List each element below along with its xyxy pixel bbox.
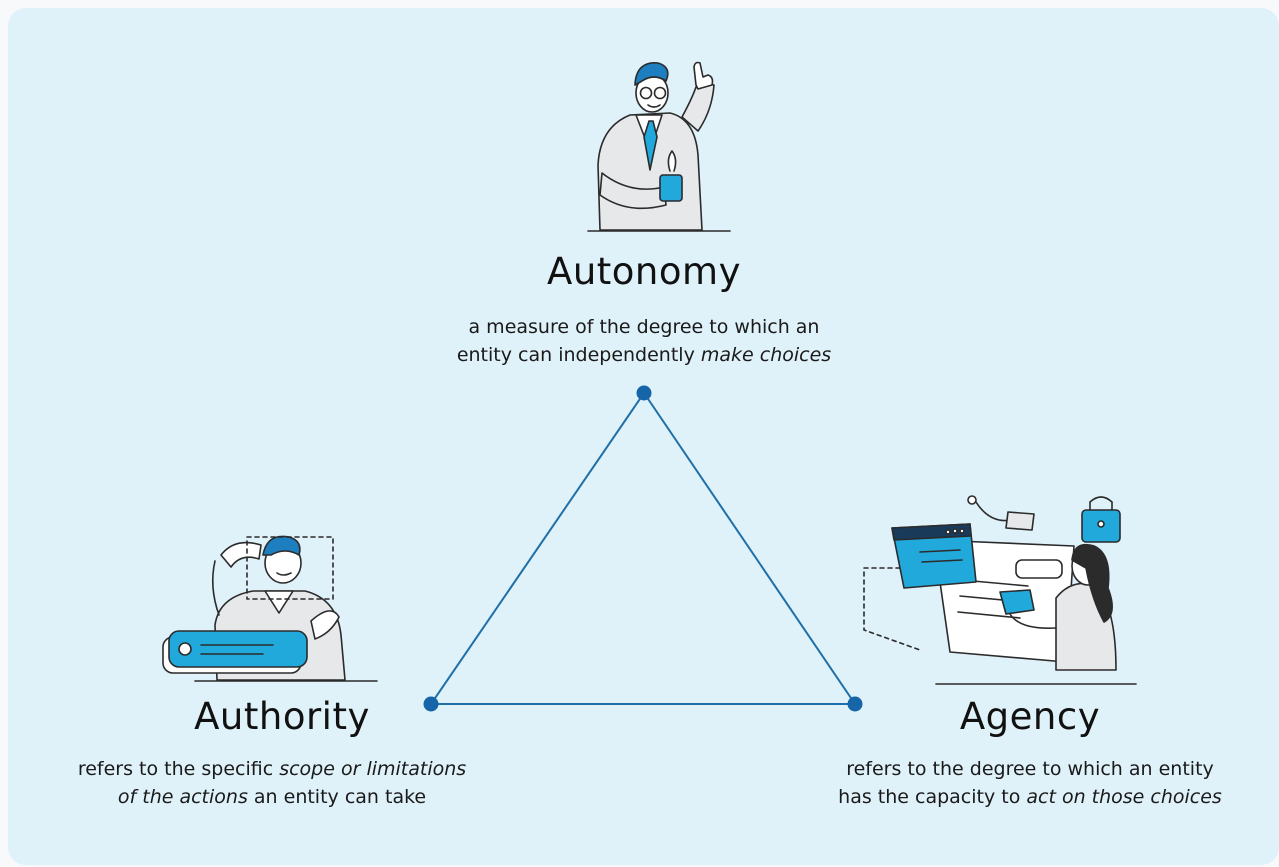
triangle-outline: [429, 391, 857, 705]
node-autonomy: [636, 385, 652, 401]
person-with-mug-pointing-up-icon: [587, 61, 731, 232]
authority-desc-emphasis-1: scope or limitations: [279, 758, 467, 780]
authority-desc-emphasis-2: of the actions: [117, 786, 248, 808]
node-agency: [847, 696, 863, 712]
autonomy-desc-line2: entity can independently: [456, 344, 701, 366]
autonomy-title: Autonomy: [547, 250, 741, 293]
agency-desc-line2: has the capacity to: [838, 786, 1027, 808]
person-operating-interface-icon: [863, 495, 1137, 685]
autonomy-desc-emphasis: make choices: [700, 344, 832, 366]
agency-desc-emphasis: act on those choices: [1026, 786, 1222, 808]
authority-desc-line2: an entity can take: [247, 786, 427, 808]
agency-description: refers to the degree to which an entity h…: [780, 755, 1279, 811]
autonomy-desc-line1: a measure of the degree to which an: [468, 316, 820, 338]
person-framing-with-hands-icon: [162, 535, 378, 682]
authority-title: Authority: [194, 695, 370, 738]
node-authority: [423, 696, 439, 712]
agency-desc-line1: refers to the degree to which an entity: [846, 758, 1214, 780]
autonomy-description: a measure of the degree to which an entit…: [394, 313, 894, 369]
authority-desc-line1: refers to the specific: [77, 758, 280, 780]
agency-title: Agency: [959, 695, 1101, 738]
authority-description: refers to the specific scope or limitati…: [22, 755, 522, 811]
